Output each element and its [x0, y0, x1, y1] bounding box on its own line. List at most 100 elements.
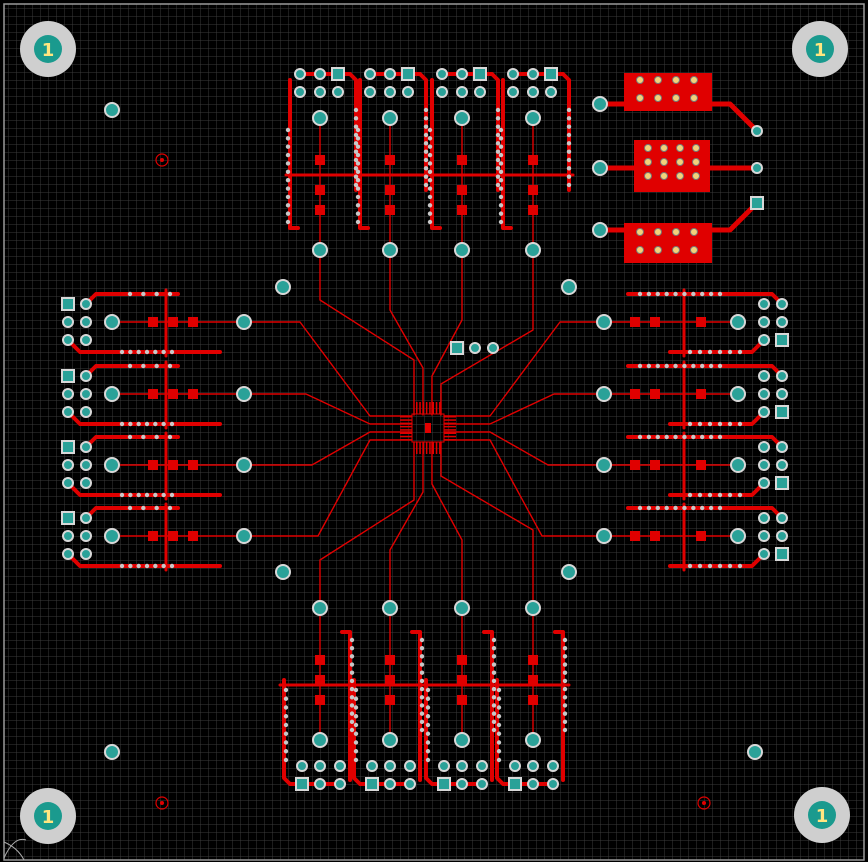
through-hole-pad [382, 242, 398, 258]
via [425, 740, 431, 745]
via [495, 107, 501, 113]
via [707, 563, 713, 569]
via [673, 505, 678, 511]
via [161, 349, 166, 355]
via [141, 434, 146, 440]
via [498, 152, 504, 158]
through-hole-pad [456, 778, 468, 790]
via [491, 670, 497, 675]
smd-pad [696, 389, 706, 399]
via [153, 563, 158, 569]
via [353, 174, 359, 179]
through-hole-pad [596, 386, 612, 402]
via [717, 291, 723, 297]
via [491, 719, 497, 725]
via [167, 505, 173, 511]
fanout-trace [440, 249, 534, 416]
through-hole-pad [62, 334, 74, 346]
via [423, 166, 429, 171]
smd-pad [315, 155, 325, 165]
via [498, 219, 504, 225]
connector-pin [672, 228, 680, 236]
through-hole-pad [596, 314, 612, 330]
through-hole-pad [436, 86, 448, 98]
through-hole-pad [80, 548, 92, 560]
via [566, 149, 572, 154]
via [127, 363, 133, 369]
via [136, 563, 141, 569]
through-hole-pad [456, 86, 468, 98]
fanout-trace [243, 439, 413, 537]
through-hole-pad [476, 760, 488, 772]
fanout-trace [243, 393, 413, 425]
via [427, 161, 433, 166]
chip-pin [400, 425, 412, 428]
via [562, 670, 568, 675]
mounting-pad [104, 102, 120, 118]
via [495, 149, 501, 154]
smd-pad [650, 531, 660, 541]
connector-pin [690, 94, 698, 102]
mounting-hole-top-right[interactable]: 1 [792, 21, 848, 77]
fanout-trace [319, 249, 415, 416]
through-hole-pad [62, 459, 74, 471]
via [717, 349, 723, 355]
via [491, 686, 497, 692]
via [562, 645, 568, 651]
via [566, 166, 572, 171]
via [700, 505, 705, 511]
through-hole-pad [384, 86, 396, 98]
via [425, 731, 431, 736]
through-hole-pad [730, 314, 746, 330]
via [717, 434, 723, 440]
mounting-hole-top-left[interactable]: 1 [20, 21, 76, 77]
through-hole-pad [382, 732, 398, 748]
through-hole-pad [80, 370, 92, 382]
via [717, 363, 723, 369]
via [737, 349, 743, 355]
through-hole-pad [730, 386, 746, 402]
via [664, 363, 669, 369]
smd-pad [385, 655, 395, 665]
chip-pin [416, 402, 418, 414]
through-hole-pad [596, 457, 612, 473]
fiducial-mark [155, 796, 169, 810]
via [427, 144, 433, 149]
via [495, 157, 501, 163]
connector-pin [672, 94, 680, 102]
via [154, 505, 159, 511]
chip-pin [422, 442, 425, 454]
chip-pin [400, 422, 412, 425]
via [655, 434, 660, 440]
through-hole-pad [80, 298, 92, 310]
via [687, 421, 693, 427]
square-pad [61, 297, 75, 311]
via [419, 727, 425, 733]
through-hole-pad [758, 334, 770, 346]
fanout-trace [389, 249, 424, 416]
via [119, 349, 125, 355]
through-hole-pad [592, 160, 608, 176]
connector-pin [660, 158, 668, 166]
through-hole-pad [236, 457, 252, 473]
smd-pad [457, 655, 467, 665]
mounting-hole-bottom-right[interactable]: 1 [794, 787, 850, 843]
via [427, 152, 433, 158]
via [496, 687, 502, 693]
chip-pin [422, 402, 425, 414]
through-hole-pad [384, 778, 396, 790]
smd-pad [315, 675, 325, 685]
via [353, 107, 359, 113]
through-hole-pad [80, 459, 92, 471]
via [700, 291, 705, 297]
through-hole-pad [294, 68, 306, 80]
connector-pin [660, 172, 668, 180]
through-hole-pad [454, 732, 470, 748]
via [355, 127, 361, 133]
via [562, 711, 568, 716]
smd-pad [457, 155, 467, 165]
via [491, 637, 497, 643]
via [495, 174, 501, 179]
through-hole-pad [592, 96, 608, 112]
mounting-hole-bottom-left[interactable]: 1 [20, 788, 76, 844]
